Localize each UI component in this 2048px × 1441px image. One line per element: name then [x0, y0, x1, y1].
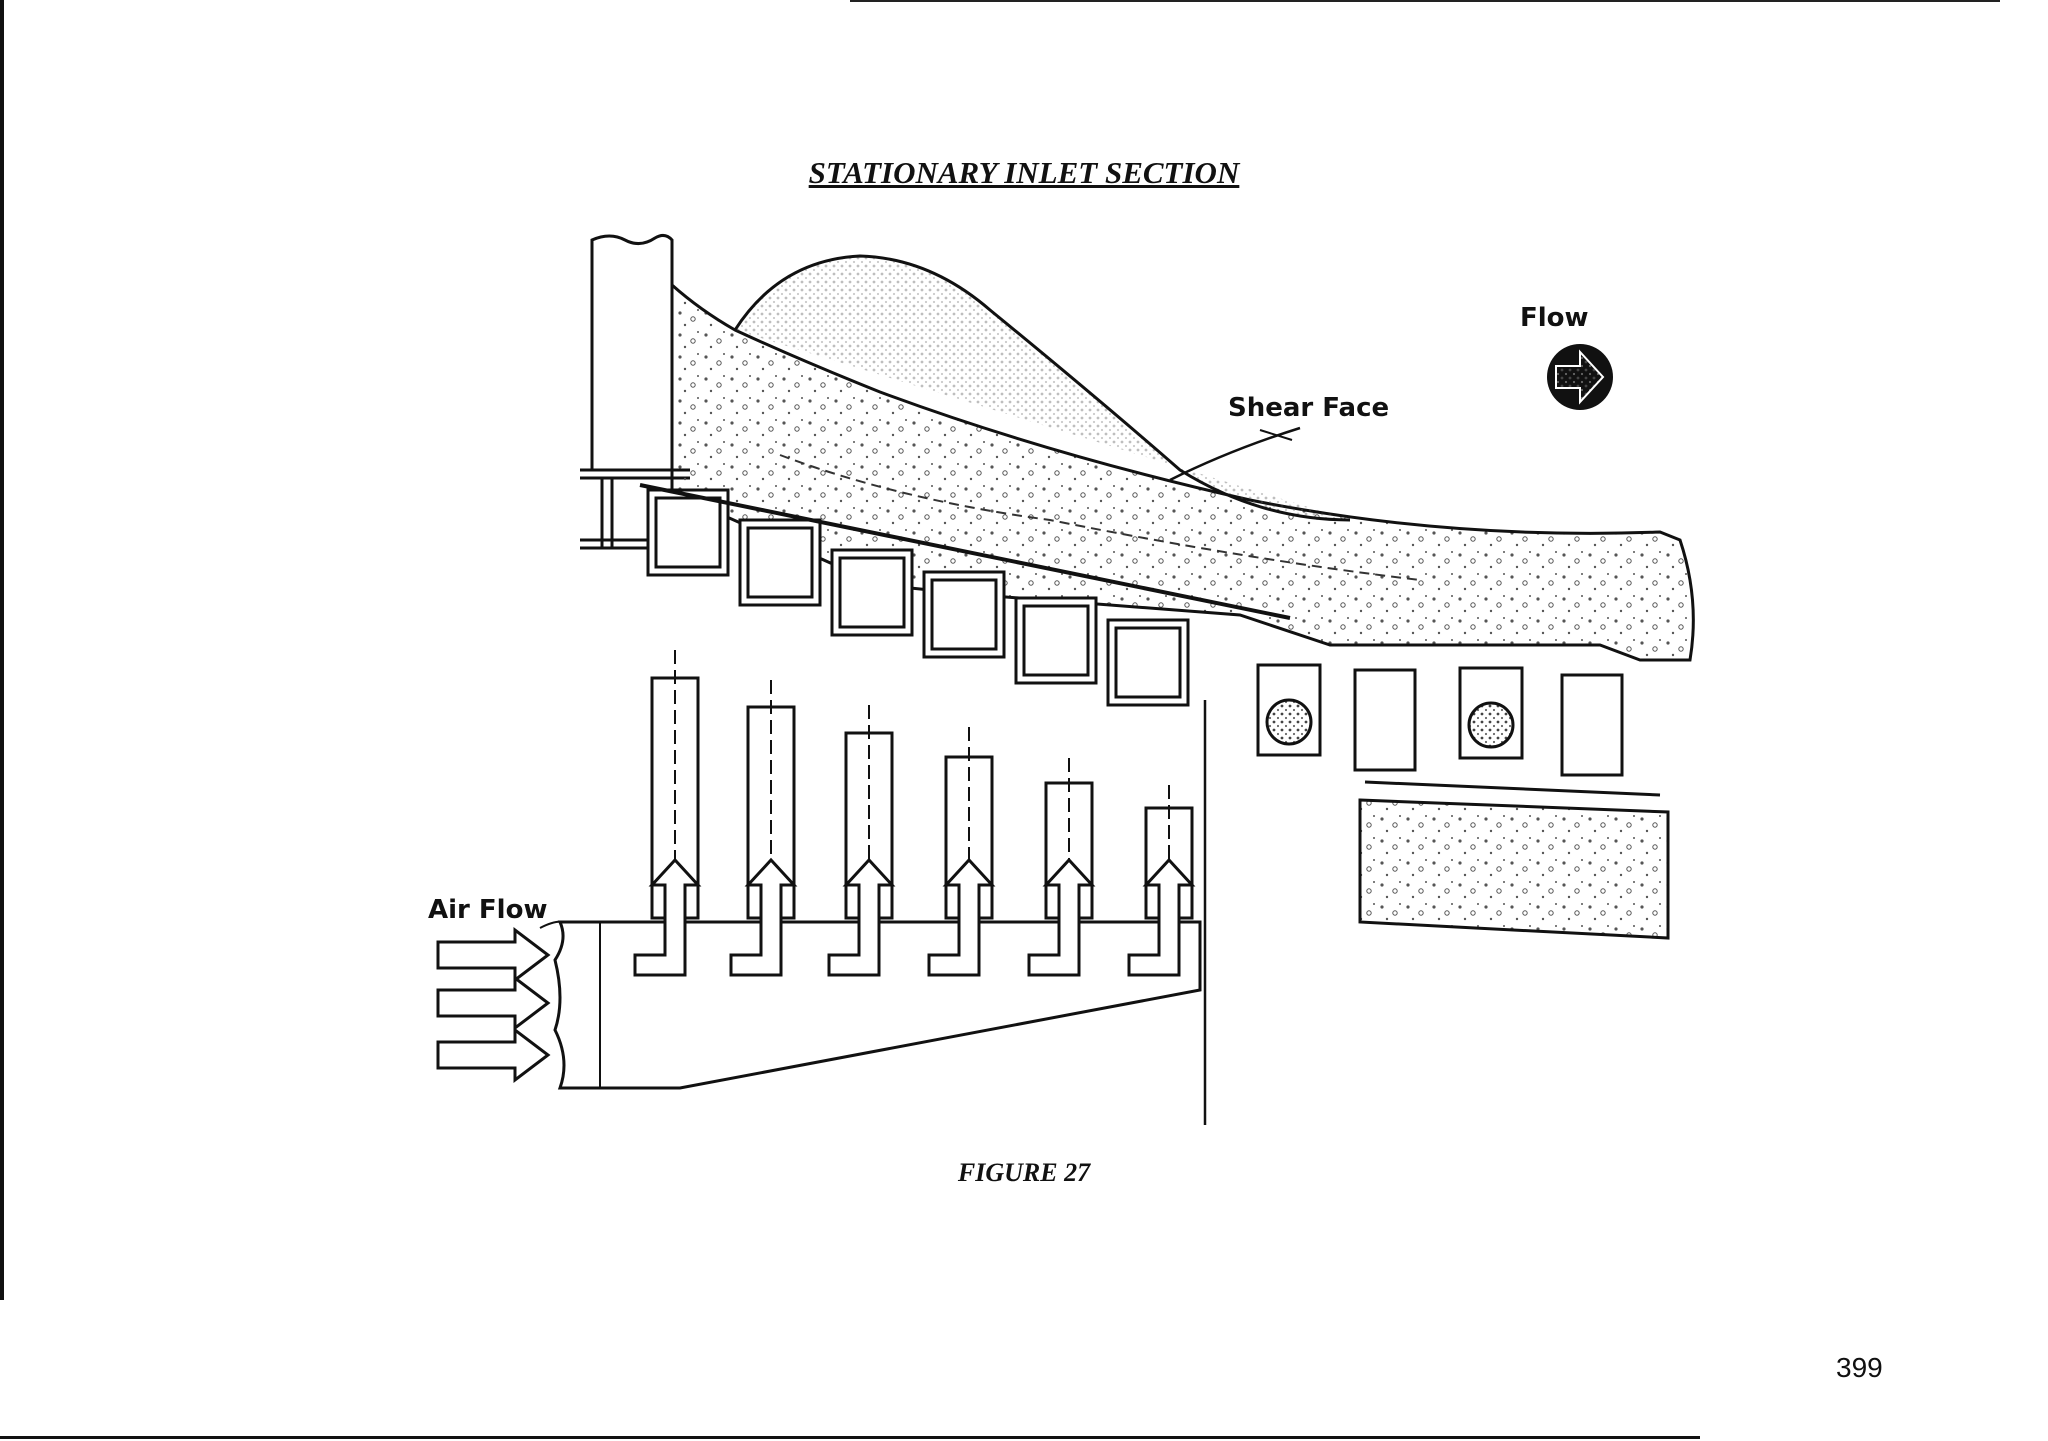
grate-modules-upper: [639, 483, 1291, 1125]
support-post: [580, 233, 690, 550]
flow-arrow-icon: [1547, 344, 1613, 410]
page-title: STATIONARY INLET SECTION: [808, 155, 1240, 190]
shear-face-label: Shear Face: [1228, 393, 1390, 423]
air-inlet-arrows: [436, 920, 566, 1084]
material-pile: [670, 254, 1695, 662]
shear-face-leader: [1259, 429, 1293, 441]
grate-modules-lower: [1256, 663, 1670, 940]
scan-border-bottom: [0, 1436, 1700, 1439]
air-turn-arrows: [633, 857, 1196, 977]
shear-face-line: [1169, 426, 1301, 482]
scan-border-left: [0, 0, 4, 1300]
flow-label: Flow: [1520, 303, 1589, 333]
page-number: 399: [1836, 1352, 1883, 1383]
scan-border-top: [850, 0, 2000, 2]
air-flow-label: Air Flow: [428, 895, 548, 925]
figure-caption: FIGURE 27: [957, 1158, 1091, 1187]
